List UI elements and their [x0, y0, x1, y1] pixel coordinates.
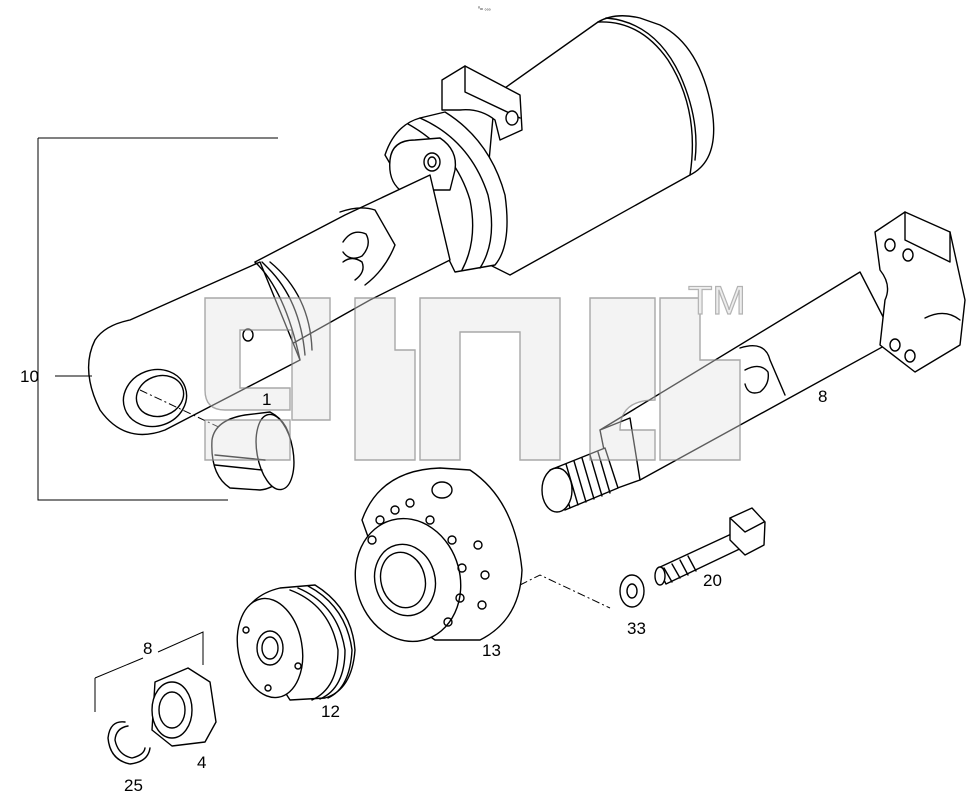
seal-part-12: [236, 584, 356, 701]
callout-20: 20: [703, 571, 722, 590]
piston-part-13: [354, 467, 611, 643]
callout-13: 13: [482, 641, 501, 660]
bracket-8: [94, 631, 204, 712]
callout-12: 12: [321, 702, 340, 721]
callout-33: 33: [627, 619, 646, 638]
bushing-part-1: [211, 411, 295, 491]
callout-1: 1: [262, 390, 271, 409]
watermark-logo: TM: [204, 278, 746, 461]
bolt-part-20: [654, 507, 766, 586]
callout-25: 25: [124, 776, 143, 795]
nut-part-4: [151, 667, 217, 747]
piston-rod-part-8: [541, 211, 966, 513]
watermark-trademark: TM: [688, 279, 746, 323]
callout-8-rod: 8: [818, 387, 827, 406]
ring-part-25: [107, 721, 151, 765]
callout-8-kit: 8: [143, 639, 152, 658]
callout-4: 4: [197, 753, 206, 772]
cylinder-assembly: [37, 15, 715, 501]
callout-10: 10: [20, 367, 39, 386]
washer-part-33: [619, 574, 645, 608]
top-mark: ⁰ₘ ₀₀₀: [478, 6, 491, 12]
